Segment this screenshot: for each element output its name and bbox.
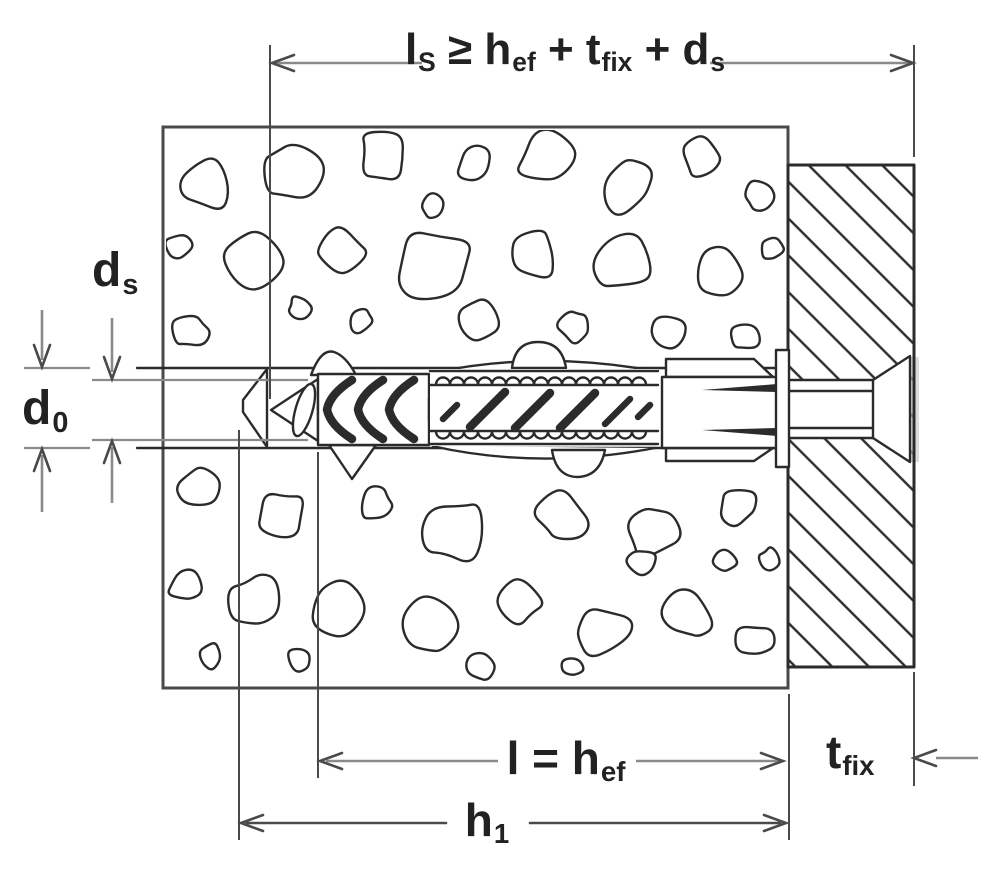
arrowhead-up: [102, 437, 122, 465]
dim-hole-depth: [237, 813, 790, 833]
aggregate-stone: [744, 179, 776, 212]
aggregate-stone: [719, 489, 758, 528]
aggregate-stone: [397, 231, 471, 301]
dimensioning: [24, 45, 978, 840]
aggregate-stone: [533, 489, 590, 541]
aggregate-stone: [760, 236, 785, 260]
arrowhead-left: [910, 748, 938, 768]
aggregate-stone: [311, 579, 366, 638]
aggregate-stone: [227, 573, 281, 625]
aggregate-stone: [734, 625, 776, 655]
aggregate-stone: [420, 503, 484, 563]
label-anchor-length-formula: lS ≥ hef + tfix + ds: [404, 25, 726, 78]
aggregate-stone: [401, 595, 460, 653]
aggregate-stone: [711, 548, 739, 572]
label-hole-depth: h1: [464, 794, 510, 850]
aggregate-stone: [263, 143, 326, 199]
arrowhead-left: [268, 53, 296, 73]
dim-embedment-depth: [316, 751, 787, 771]
aggregate-stone: [287, 295, 313, 321]
aggregate-stone: [360, 485, 394, 520]
screw-head: [871, 354, 912, 464]
aggregate-stone: [176, 466, 221, 507]
aggregate-stone: [287, 647, 311, 673]
aggregate-stone: [650, 315, 687, 350]
aggregate-stone: [166, 234, 194, 260]
aggregate-stone: [556, 310, 590, 345]
aggregate-stone: [660, 588, 714, 637]
aggregate-stone: [456, 144, 491, 182]
aggregate-stone: [627, 507, 682, 560]
thread-crests-bottom: [434, 430, 648, 440]
plug-fin-top: [309, 350, 358, 377]
arrowhead-right: [759, 751, 787, 771]
plug-tip-collar: [291, 382, 317, 438]
aggregate-stone: [592, 232, 652, 288]
aggregate-stone: [317, 226, 368, 275]
aggregate-stone: [496, 578, 544, 626]
plug-chevron-2: [353, 375, 388, 444]
aggregate-stone: [167, 568, 203, 600]
arrowhead-down: [32, 343, 52, 371]
aggregate-stone: [465, 651, 496, 681]
dim-hole-diameter: [24, 310, 90, 512]
arrowhead-left: [316, 751, 344, 771]
aggregate-stone: [362, 130, 405, 181]
sleeve-bump-bottom: [550, 448, 607, 479]
aggregate-stone: [682, 135, 722, 178]
aggregate-stone: [511, 229, 555, 279]
dim-fixture-thickness: [910, 748, 978, 768]
plug-slot-top: [702, 384, 777, 392]
aggregate-stone: [171, 314, 211, 347]
label-hole-diameter: d0: [22, 382, 69, 439]
aggregate-stone: [603, 159, 653, 216]
concrete-texture: [166, 130, 785, 681]
arrowhead-up: [32, 445, 52, 473]
plug-chevron-1: [322, 375, 357, 444]
plug-collar: [774, 348, 791, 469]
plug-rear-section: [660, 357, 779, 463]
sleeve-bump-top: [510, 340, 568, 370]
aggregate-stone: [696, 245, 744, 297]
aggregate-stone: [625, 550, 657, 577]
screw-thread-flights: [439, 387, 654, 433]
arrowhead-right: [889, 53, 917, 73]
label-fixture-thickness: tfix: [826, 726, 875, 782]
fixture-plate: [774, 163, 919, 669]
dim-screw-diameter: [102, 318, 122, 503]
plug-slot-bottom: [702, 428, 777, 436]
aggregate-stone: [757, 546, 781, 572]
drill-hole-cone: [241, 367, 269, 449]
aggregate-stone: [349, 307, 374, 335]
thread-crests-top: [434, 376, 648, 386]
plug-threaded-section: [428, 340, 660, 479]
label-embedment-depth: l = hef: [506, 732, 626, 788]
aggregate-stone: [560, 657, 585, 676]
aggregate-stone: [258, 492, 304, 539]
aggregate-stone: [457, 298, 501, 342]
arrowhead-right: [762, 813, 790, 833]
arrowhead-down: [102, 355, 122, 383]
aggregate-stone: [179, 157, 230, 210]
aggregate-stone: [729, 323, 762, 350]
arrowhead-left: [237, 813, 265, 833]
dim-anchor-length: [268, 53, 917, 73]
wall-plug: [269, 340, 779, 481]
label-screw-diameter: ds: [92, 244, 139, 301]
aggregate-stone: [576, 608, 634, 658]
plug-rib-top: [664, 357, 775, 379]
aggregate-stone: [198, 642, 222, 671]
plug-rib-bottom: [664, 446, 775, 463]
aggregate-stone: [517, 130, 577, 181]
aggregate-stone: [420, 192, 445, 220]
plug-chevron-3: [384, 375, 419, 444]
